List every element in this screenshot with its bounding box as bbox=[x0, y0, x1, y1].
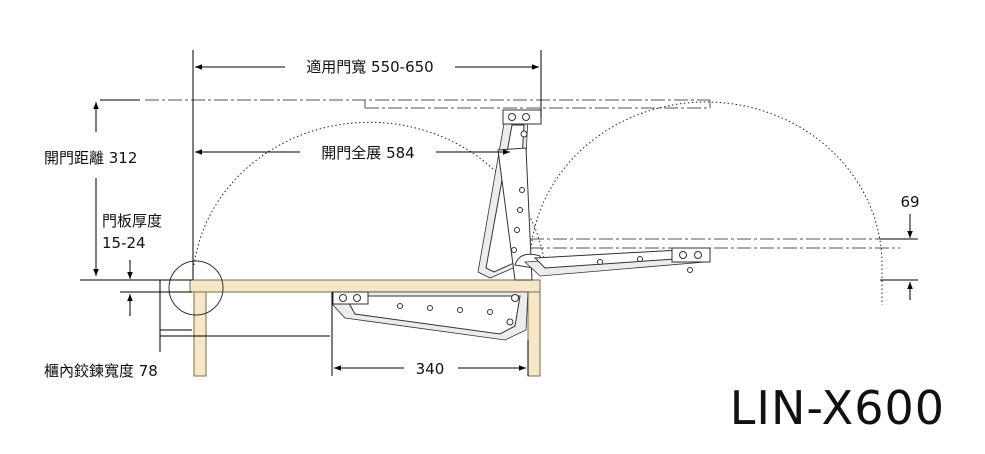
hinge-arm-closed bbox=[524, 247, 711, 277]
thickness-title-label: 門板厚度 bbox=[102, 212, 162, 230]
right-door-swing-arc bbox=[529, 101, 883, 305]
thickness-range-label: 15-24 bbox=[102, 234, 146, 252]
full-open-label: 開門全展 584 bbox=[321, 144, 414, 162]
open-distance-dimension bbox=[80, 99, 192, 281]
depth-label: 340 bbox=[416, 360, 445, 378]
closed-door-outline bbox=[530, 238, 900, 249]
open-door-outline bbox=[145, 99, 711, 109]
cabinet-top-board bbox=[189, 279, 541, 293]
offset-69-dimension bbox=[880, 214, 918, 300]
door-width-label: 適用門寬 550-650 bbox=[306, 58, 433, 76]
door-width-dimension bbox=[192, 50, 542, 280]
left-pivot-circle bbox=[168, 260, 224, 316]
offset-69-label: 69 bbox=[900, 193, 919, 211]
cabinet-right-wall bbox=[527, 291, 541, 377]
open-distance-label: 開門距離 312 bbox=[44, 149, 137, 167]
hinge-base-plate bbox=[332, 291, 529, 341]
model-name: LIN-X600 bbox=[730, 381, 945, 435]
inner-width-label: 櫃內鉸鍊寬度 78 bbox=[44, 362, 158, 380]
cabinet-left-wall bbox=[193, 291, 207, 377]
inner-width-dimension bbox=[159, 280, 330, 352]
thickness-dimension bbox=[120, 260, 192, 316]
depth-dimension bbox=[331, 292, 529, 376]
hinge-arm-open bbox=[477, 109, 546, 281]
